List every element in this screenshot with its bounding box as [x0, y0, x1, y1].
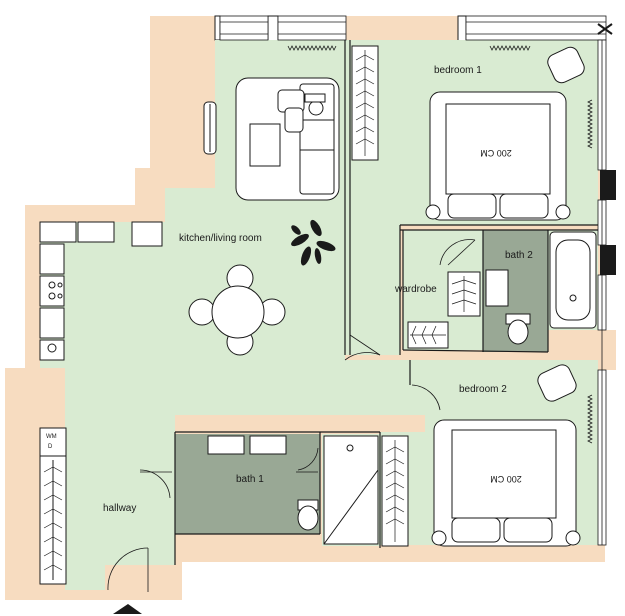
bath2-fixtures [485, 231, 597, 345]
bedroom2-wardrobe-hangers [385, 440, 405, 542]
room-label-kitchen-living: kitchen/living room [179, 233, 262, 244]
interior-walls [174, 40, 598, 565]
bath1-floor [175, 434, 320, 534]
bath1-fixtures [207, 435, 379, 545]
windows [219, 15, 607, 546]
room-label-bedroom1: bedroom 1 [434, 65, 482, 76]
entrance-arrow-icon [113, 604, 142, 614]
dryer-label: D [48, 444, 53, 450]
window-corner-marker [597, 23, 613, 35]
tv [203, 101, 217, 155]
room-label-hallway: hallway [103, 503, 136, 514]
wardrobe-hangers [410, 276, 477, 345]
room-label-wardrobe: wardrobe [394, 284, 437, 295]
bedroom1-wardrobe-hangers [355, 50, 375, 156]
hallway-storage [39, 427, 67, 585]
room-label-bath1: bath 1 [236, 474, 264, 485]
dining-table [188, 264, 286, 356]
sofa [235, 77, 340, 201]
bed1-size-label: 200 CM [480, 148, 512, 158]
radiators [287, 45, 593, 444]
doors [107, 239, 476, 592]
room-label-bath2: bath 2 [505, 250, 533, 261]
washing-machine-label: WM [46, 434, 57, 440]
hallway-hangers [43, 466, 63, 571]
plant-icon [291, 219, 336, 266]
room-label-bedroom2: bedroom 2 [459, 384, 507, 395]
bed2-size-label: 200 CM [490, 474, 522, 484]
bedroom1-furniture [351, 45, 585, 221]
kitchen-counter [39, 221, 163, 361]
